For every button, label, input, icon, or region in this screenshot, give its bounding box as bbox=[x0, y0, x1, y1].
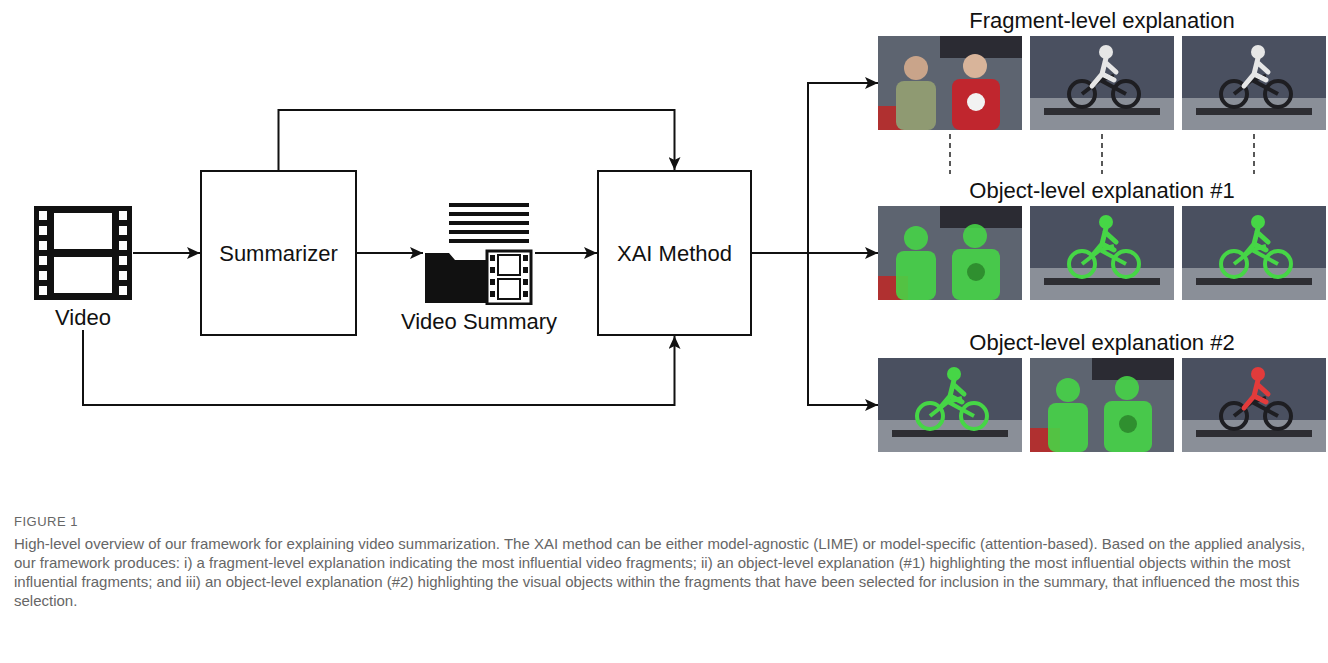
dashed-guide bbox=[1253, 134, 1255, 174]
video-frame bbox=[878, 36, 1022, 130]
video-frame bbox=[1182, 206, 1326, 300]
dashed-guide bbox=[950, 134, 1254, 174]
node-label: Video Summary bbox=[394, 309, 564, 334]
flow-arrow bbox=[752, 83, 878, 253]
video-frame bbox=[1030, 358, 1174, 452]
process-box: Summarizer bbox=[200, 170, 357, 336]
video-frame bbox=[1030, 36, 1174, 130]
figure-caption: High-level overview of our framework for… bbox=[14, 534, 1314, 610]
process-box: XAI Method bbox=[597, 170, 752, 336]
video-frame bbox=[1182, 36, 1326, 130]
output-panel: Object-level explanation #2 bbox=[878, 330, 1326, 452]
output-panel: Fragment-level explanation bbox=[878, 8, 1326, 130]
film-icon-art bbox=[33, 205, 133, 301]
panel-heading: Object-level explanation #1 bbox=[878, 178, 1326, 203]
dashed-guide bbox=[1101, 134, 1103, 174]
video-frames bbox=[878, 36, 1326, 130]
summary-icon: Video Summary bbox=[394, 201, 564, 334]
node-label: XAI Method bbox=[617, 241, 732, 266]
video-frame bbox=[1182, 358, 1326, 452]
flow-arrow bbox=[752, 253, 878, 405]
output-panel: Object-level explanation #1 bbox=[878, 178, 1326, 300]
panel-heading: Fragment-level explanation bbox=[878, 8, 1326, 33]
node-label: Summarizer bbox=[219, 241, 338, 266]
video-frames bbox=[878, 358, 1326, 452]
summary-icon-art bbox=[423, 201, 535, 305]
flow-arrow bbox=[535, 252, 597, 254]
video-frames bbox=[878, 206, 1326, 300]
video-frame bbox=[878, 358, 1022, 452]
flow-arrow bbox=[83, 330, 675, 405]
node-label: Video bbox=[30, 305, 136, 330]
panel-heading: Object-level explanation #2 bbox=[878, 330, 1326, 355]
video-frame bbox=[1030, 206, 1174, 300]
flow-arrow bbox=[357, 252, 423, 254]
flow-arrow bbox=[133, 252, 200, 254]
video-frame bbox=[878, 206, 1022, 300]
dashed-guide bbox=[949, 134, 951, 174]
flow-arrow bbox=[279, 110, 675, 170]
figure-number: FIGURE 1 bbox=[14, 514, 78, 529]
film-icon: Video bbox=[30, 205, 136, 330]
